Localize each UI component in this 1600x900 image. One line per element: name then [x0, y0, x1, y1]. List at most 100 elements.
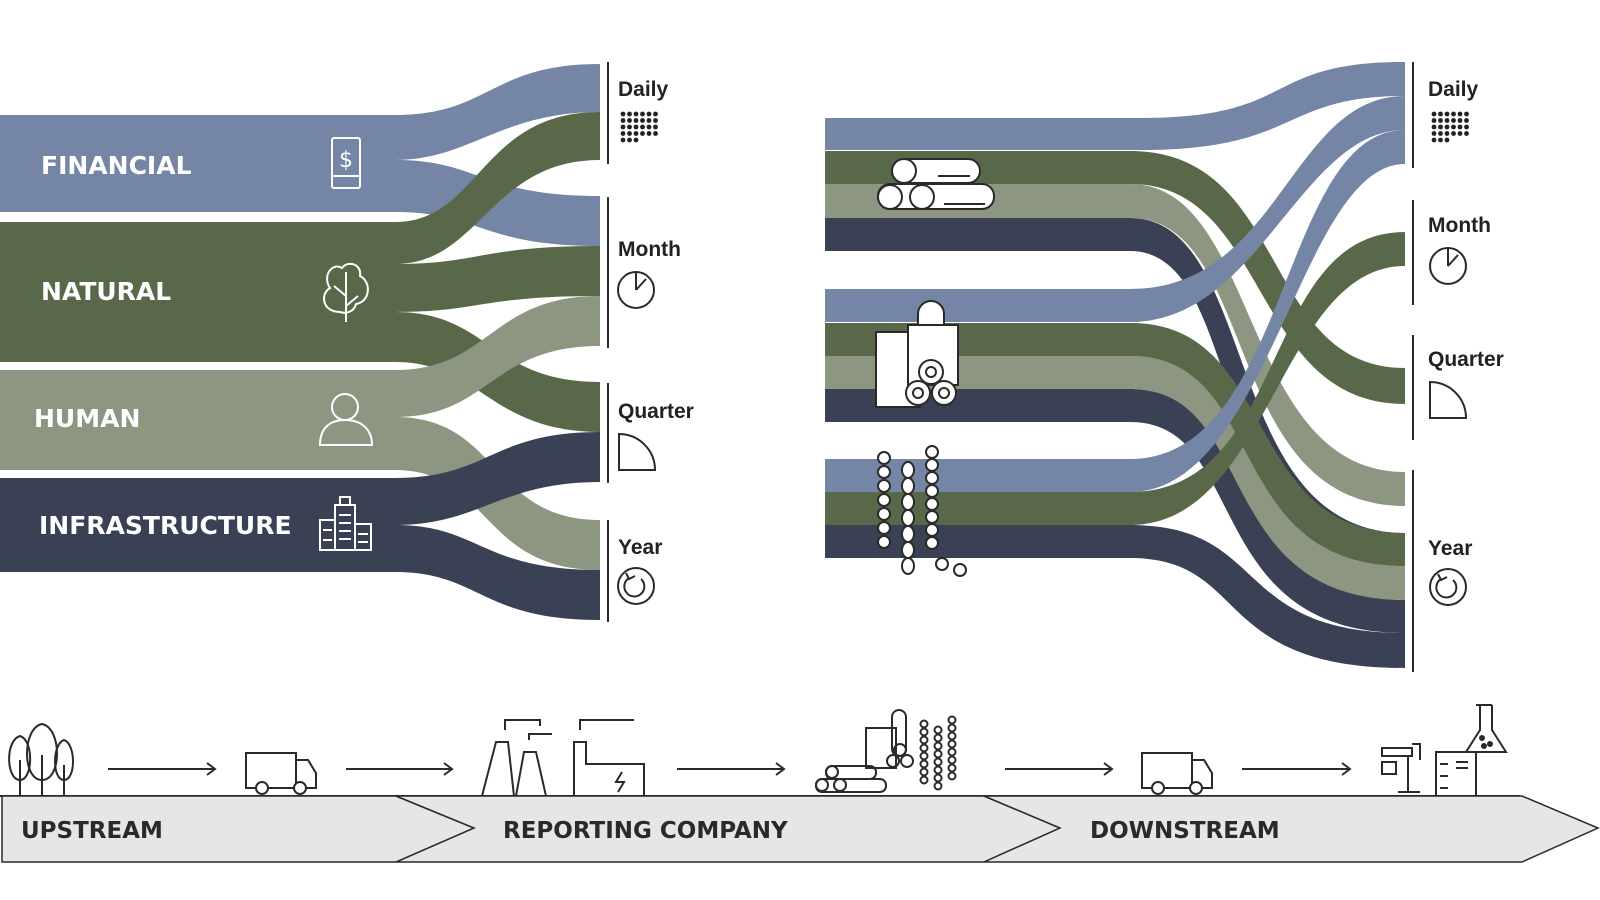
pellet [877, 507, 891, 521]
pellet [877, 521, 891, 535]
pellet [925, 536, 939, 550]
dot-grid-icon [1431, 111, 1469, 143]
products-icon [815, 709, 957, 793]
left-freq-label-year: Year [618, 536, 662, 559]
right-flow-g2-financial [825, 96, 1405, 322]
pellet [901, 557, 915, 575]
left-flow-natural-month [0, 246, 600, 312]
dot [640, 131, 645, 136]
dot [653, 131, 658, 136]
chevron-downstream [983, 795, 1600, 863]
cycle-arrow-icon [617, 567, 655, 605]
dot [1431, 118, 1437, 123]
dot [653, 124, 658, 130]
dot [1438, 137, 1443, 143]
dot [627, 111, 632, 117]
buildings-icon [319, 496, 372, 551]
factory-icon [481, 719, 645, 797]
pellet [933, 741, 943, 751]
pellet [953, 563, 967, 577]
dot [1444, 124, 1450, 130]
value-chain-icons [0, 704, 1520, 797]
dot [620, 137, 626, 143]
pellet [935, 557, 949, 571]
clock-slice-icon [1429, 247, 1467, 285]
pellet [877, 465, 891, 479]
pellet [901, 541, 915, 559]
pipes-icon [875, 300, 959, 408]
right-flow-g2-infrastructure [825, 389, 1405, 633]
left-flow-infrastructure-year [0, 525, 600, 620]
pellet [919, 727, 929, 737]
stage-label-downstream: DOWNSTREAM [1090, 818, 1280, 844]
dot [620, 131, 626, 136]
pellet [877, 451, 891, 465]
dot [1431, 124, 1437, 130]
dot [633, 118, 639, 123]
flow-arrow [677, 762, 786, 776]
dot [1464, 131, 1469, 136]
pellet [919, 759, 929, 769]
dot [646, 124, 652, 130]
pellet [925, 497, 939, 511]
pellet [925, 510, 939, 524]
dot [1431, 137, 1437, 143]
trees-icon [8, 722, 74, 795]
left-sankey: FINANCIAL NATURAL HUMAN INFRASTRUCTURE $ [0, 62, 694, 622]
dot [640, 124, 645, 130]
dot [1457, 131, 1463, 136]
pellet [877, 479, 891, 493]
dot [1464, 118, 1469, 123]
pellet [933, 757, 943, 767]
pellet [933, 725, 943, 735]
pellets-icon [877, 445, 967, 577]
right-sankey: Daily Month Quarter Year [825, 62, 1504, 672]
dot [1444, 137, 1450, 143]
dot [1451, 131, 1456, 136]
capital-label-financial: FINANCIAL [41, 151, 192, 180]
left-flow-infrastructure-quarter [0, 432, 600, 525]
dot [1444, 118, 1450, 123]
flow-arrow [108, 762, 217, 776]
pellet [933, 773, 943, 783]
left-flow-financial-daily [0, 64, 600, 160]
pellet [947, 747, 957, 757]
right-freq-label-year: Year [1428, 537, 1472, 560]
dot [640, 118, 645, 123]
left-flow-human-month [0, 296, 600, 417]
pellet [877, 535, 891, 549]
dot [1457, 118, 1463, 123]
tree-icon [323, 262, 369, 322]
cycle-arrow-icon [1429, 568, 1467, 606]
right-freq-label-daily: Daily [1428, 78, 1479, 101]
dot [1464, 111, 1469, 117]
stage-label-reporting-company: REPORTING COMPANY [503, 818, 788, 844]
dot [1431, 131, 1437, 136]
svg-text:$: $ [339, 148, 353, 173]
pellet [947, 723, 957, 733]
dot [1444, 131, 1450, 136]
pellet [877, 493, 891, 507]
dot [1451, 124, 1456, 130]
dot [1464, 124, 1469, 130]
pellet [947, 715, 957, 725]
dot [633, 131, 639, 136]
quarter-circle-icon [1429, 380, 1468, 419]
dot [1438, 111, 1443, 117]
left-flow-natural-daily [0, 112, 600, 264]
lab-icon [1381, 704, 1508, 797]
capital-label-natural: NATURAL [41, 277, 171, 306]
dot [633, 137, 639, 143]
quarter-circle-icon [618, 432, 657, 471]
pellet [901, 509, 915, 527]
flow-arrow [346, 762, 454, 776]
pellet [933, 765, 943, 775]
dot [620, 124, 626, 130]
dot [1444, 111, 1450, 117]
pellet [947, 731, 957, 741]
dot [1431, 111, 1437, 117]
dot [646, 131, 652, 136]
dot [646, 111, 652, 117]
logs-icon [877, 158, 995, 210]
